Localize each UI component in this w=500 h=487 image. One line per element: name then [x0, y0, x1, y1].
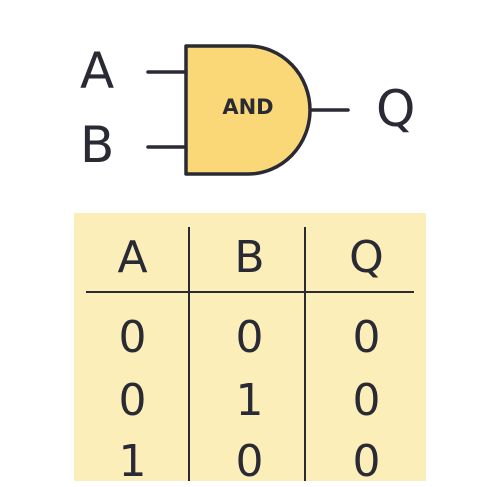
column-divider-2	[304, 227, 306, 481]
cell-r3-b: 0	[235, 436, 264, 487]
input-a-label: A	[80, 42, 115, 100]
cell-r1-b: 0	[235, 312, 264, 363]
cell-r3-a: 1	[118, 436, 147, 487]
output-q-label: Q	[376, 80, 416, 138]
header-b: B	[234, 232, 265, 283]
header-q: Q	[349, 232, 384, 283]
header-a: A	[117, 232, 148, 283]
header-divider	[86, 291, 414, 293]
cell-r2-q: 0	[352, 375, 381, 426]
and-gate-diagram: AND A B Q	[0, 0, 500, 200]
cell-r1-q: 0	[352, 312, 381, 363]
and-gate-symbol	[146, 44, 350, 176]
column-divider-1	[188, 227, 190, 481]
truth-table: A B Q 0 0 0 0 1 0 1 0 0	[74, 213, 426, 487]
input-b-label: B	[80, 116, 115, 174]
cell-r2-a: 0	[118, 375, 147, 426]
cell-r3-q: 0	[352, 436, 381, 487]
cell-r1-a: 0	[118, 312, 147, 363]
and-gate-body	[184, 44, 312, 176]
gate-label: AND	[222, 95, 274, 119]
cell-r2-b: 1	[235, 375, 264, 426]
